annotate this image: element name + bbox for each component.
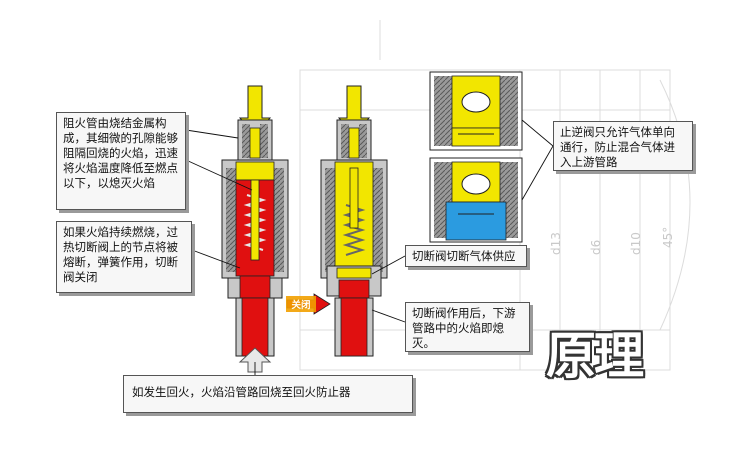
callout-flashback: 如发生回火，火焰沿管路回烧至回火防止器 xyxy=(123,375,413,413)
bg-label-angle: 45° xyxy=(661,227,675,248)
bg-label-d13: d13 xyxy=(549,232,563,255)
arrestor-left xyxy=(221,85,289,373)
principle-title: 原理 xyxy=(546,327,644,385)
callout-flame-cooling: 阻火管由烧结金属构成，其细微的孔隙能够阻隔回烧的火焰，迅速将火焰温度降低至燃点以… xyxy=(56,112,186,210)
leader-lines xyxy=(185,119,554,375)
bg-label-d6: d6 xyxy=(589,240,603,255)
bg-label-d10: d10 xyxy=(629,232,643,255)
callout-cutoff-melt: 如果火焰持续燃烧，过热切断阀上的节点将被熔断，弹簧作用，切断阀关闭 xyxy=(56,221,192,293)
callout-check-valve: 止逆阀只允许气体单向通行，防止混合气体进入上游管路 xyxy=(553,121,693,171)
callout-cutoff-supply: 切断阀切断气体供应 xyxy=(405,245,527,267)
check-valve-inset-bottom xyxy=(429,157,523,243)
arrow-label: 关闭 xyxy=(291,299,310,311)
flashback-arrow xyxy=(238,347,272,373)
arrestor-right xyxy=(320,85,388,357)
callout-after-cutoff: 切断阀作用后，下游管路中的火焰即熄灭。 xyxy=(405,302,530,352)
check-valve-inset-top xyxy=(429,71,523,151)
